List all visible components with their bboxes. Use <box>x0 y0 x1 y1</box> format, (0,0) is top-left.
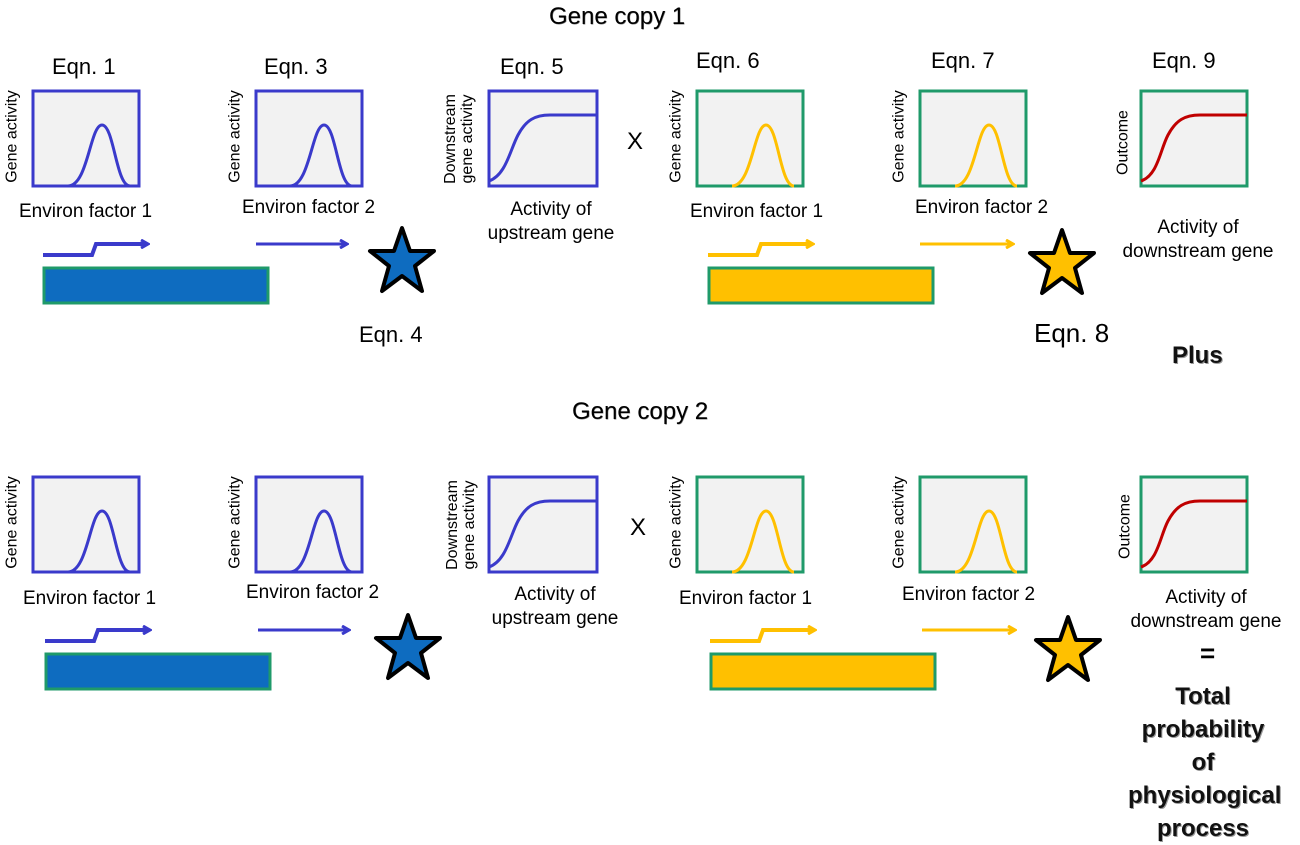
copy2-promoter-arrow-blue <box>45 630 149 643</box>
copy1-panel-eqn5 <box>487 89 599 188</box>
copy2-gene-bar-gold <box>709 652 937 691</box>
diagram-canvas <box>31 89 1249 691</box>
copy1-ylabel-6: Outcome <box>1114 110 1132 175</box>
eqn4-label: Eqn. 4 <box>359 322 423 347</box>
copy2-ylabel-4: Gene activity <box>667 476 685 569</box>
copy2-star-gold <box>1034 615 1102 682</box>
copy1-gene-bar-gold <box>707 266 935 305</box>
eqn8-label: Eqn. 8 <box>1034 318 1110 348</box>
copy2-ylabel-2: Gene activity <box>226 476 244 569</box>
copy2-panel-3 <box>487 475 599 574</box>
copy1-promoter-arrow-gold <box>708 244 812 257</box>
copy1-ylabel-3: Downstream gene activity <box>442 94 476 184</box>
eqn9-label: Eqn. 9 <box>1152 48 1216 73</box>
copy1-panel-eqn9 <box>1139 89 1249 188</box>
copy2-title: Gene copy 2 <box>572 398 709 425</box>
eqn1-label: Eqn. 1 <box>52 54 116 79</box>
copy2-xlabel-2: Environ factor 2 <box>246 582 380 603</box>
copy1-xlabel-3: Activity of upstream gene <box>487 199 615 244</box>
copy1-panel-eqn6 <box>695 89 805 188</box>
copy1-xlabel-6: Activity of downstream gene <box>1122 217 1274 262</box>
copy2-ylabel-1: Gene activity <box>3 476 21 569</box>
copy2-panel-1 <box>31 475 141 574</box>
copy2-panel-2 <box>254 475 364 574</box>
copy1-panel-eqn1 <box>31 89 141 188</box>
eqn3-label: Eqn. 3 <box>264 54 328 79</box>
copy1-title: Gene copy 1 <box>549 3 686 30</box>
plus-label: Plus <box>1172 342 1223 369</box>
copy1-ylabel-4: Gene activity <box>667 90 685 183</box>
copy1-ylabel-1: Gene activity <box>3 90 21 183</box>
copy1-star-gold <box>1028 228 1096 295</box>
total-probability-label: Total probability of physiological proce… <box>1128 683 1282 842</box>
copy1-xlabel-4: Environ factor 1 <box>690 201 824 222</box>
copy2-panel-5 <box>918 475 1028 574</box>
copy1-promoter-arrow-blue <box>43 244 147 257</box>
copy1-panel-eqn7 <box>918 89 1028 188</box>
copy2-xlabel-6: Activity of downstream gene <box>1130 587 1282 632</box>
copy2-panel-6 <box>1139 475 1249 574</box>
copy2-multiply-sign: X <box>630 514 647 541</box>
copy1-xlabel-5: Environ factor 2 <box>915 197 1049 218</box>
eqn7-label: Eqn. 7 <box>931 48 995 73</box>
copy2-ylabel-3: Downstream gene activity <box>444 480 478 570</box>
copy2-star-blue <box>374 613 442 680</box>
copy2-xlabel-3: Activity of upstream gene <box>491 584 619 629</box>
copy1-multiply-sign: X <box>627 128 644 155</box>
copy1-ylabel-2: Gene activity <box>226 90 244 183</box>
copy2-xlabel-1: Environ factor 1 <box>23 588 157 609</box>
eqn6-label: Eqn. 6 <box>696 48 760 73</box>
copy1-xlabel-1: Environ factor 1 <box>19 201 153 222</box>
eqn5-label: Eqn. 5 <box>500 54 564 79</box>
copy2-promoter-arrow-gold <box>710 630 814 643</box>
copy1-panel-eqn3 <box>254 89 364 188</box>
copy2-ylabel-5: Gene activity <box>890 476 908 569</box>
copy2-gene-bar-blue <box>44 652 272 691</box>
copy2-xlabel-5: Environ factor 2 <box>902 584 1036 605</box>
copy2-ylabel-6: Outcome <box>1116 494 1134 559</box>
copy2-panel-4 <box>695 475 805 574</box>
copy2-xlabel-4: Environ factor 1 <box>679 588 813 609</box>
copy1-xlabel-2: Environ factor 2 <box>242 197 376 218</box>
copy1-ylabel-5: Gene activity <box>890 90 908 183</box>
equals-sign: = <box>1200 638 1216 668</box>
copy1-gene-bar-blue <box>42 266 270 305</box>
copy1-star-blue <box>368 226 436 293</box>
